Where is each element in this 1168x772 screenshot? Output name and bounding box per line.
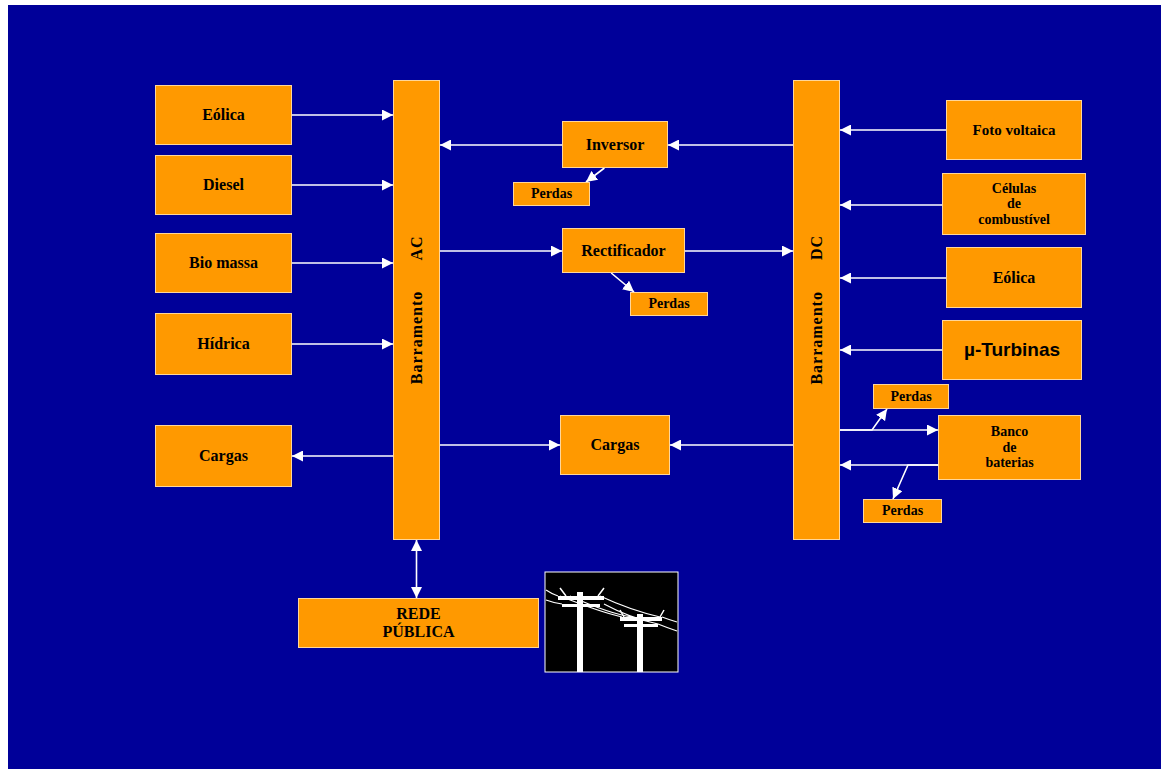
source-box: Hídrica (155, 313, 292, 375)
connector (668, 144, 793, 146)
box-label: REDE PÚBLICA (305, 605, 532, 640)
box-label: Hídrica (197, 335, 249, 353)
box-label: Banco de baterias (945, 424, 1074, 470)
source-box: Diesel (155, 155, 292, 215)
blue-ground (8, 5, 1161, 769)
connector (440, 250, 562, 252)
box-label: Foto voltaica (973, 122, 1056, 139)
bus-bar: Barramento DC (793, 80, 840, 540)
box-label: Cargas (591, 436, 640, 454)
loss-box: Perdas (863, 499, 942, 523)
box-label: Células de combustível (949, 181, 1079, 227)
loss-box: Perdas (513, 182, 590, 206)
converter-box: Inversor (562, 121, 668, 168)
connector (840, 277, 946, 279)
box-label: Bio massa (189, 254, 258, 272)
connector (840, 129, 946, 131)
connector (840, 409, 887, 430)
connector (292, 114, 393, 116)
connector (685, 250, 793, 252)
box-label: µ-Turbinas (964, 340, 1060, 361)
grid-box: REDE PÚBLICA (298, 598, 539, 648)
source-box: Eólica (946, 247, 1082, 308)
power-line-picture (545, 572, 678, 672)
converter-box: Rectificador (562, 228, 685, 273)
box-label: Diesel (203, 176, 244, 194)
box-label: Rectificador (581, 242, 665, 260)
source-box: µ-Turbinas (942, 320, 1082, 380)
source-box: Células de combustível (942, 173, 1086, 235)
box-label: Eólica (993, 269, 1036, 287)
storage-box: Banco de baterias (938, 415, 1081, 480)
box-label: Eólica (202, 106, 245, 124)
connector (840, 349, 942, 351)
connector (292, 455, 393, 457)
connector (611, 273, 634, 292)
source-box: Foto voltaica (946, 100, 1082, 160)
bus-label: Barramento AC (408, 236, 426, 385)
box-label: Perdas (648, 296, 689, 311)
load-box: Cargas (560, 415, 670, 475)
connector (440, 444, 560, 446)
bus-bar: Barramento AC (393, 80, 440, 540)
connector (416, 540, 418, 598)
source-box: Bio massa (155, 233, 292, 293)
box-label: Perdas (890, 389, 931, 404)
box-label: Perdas (882, 503, 923, 518)
connector (586, 168, 604, 182)
connector (292, 262, 393, 264)
connector (670, 444, 793, 446)
box-label: Inversor (586, 136, 645, 154)
box-label: Cargas (199, 447, 248, 465)
connector (893, 465, 938, 499)
bus-label: Barramento DC (808, 235, 826, 385)
connector (840, 204, 942, 206)
loss-box: Perdas (873, 384, 949, 409)
box-label: Perdas (531, 186, 572, 201)
connector (292, 184, 393, 186)
loss-box: Perdas (630, 292, 708, 316)
connector (440, 144, 562, 146)
connector (292, 343, 393, 345)
source-box: Eólica (155, 85, 292, 145)
load-box: Cargas (155, 425, 292, 487)
